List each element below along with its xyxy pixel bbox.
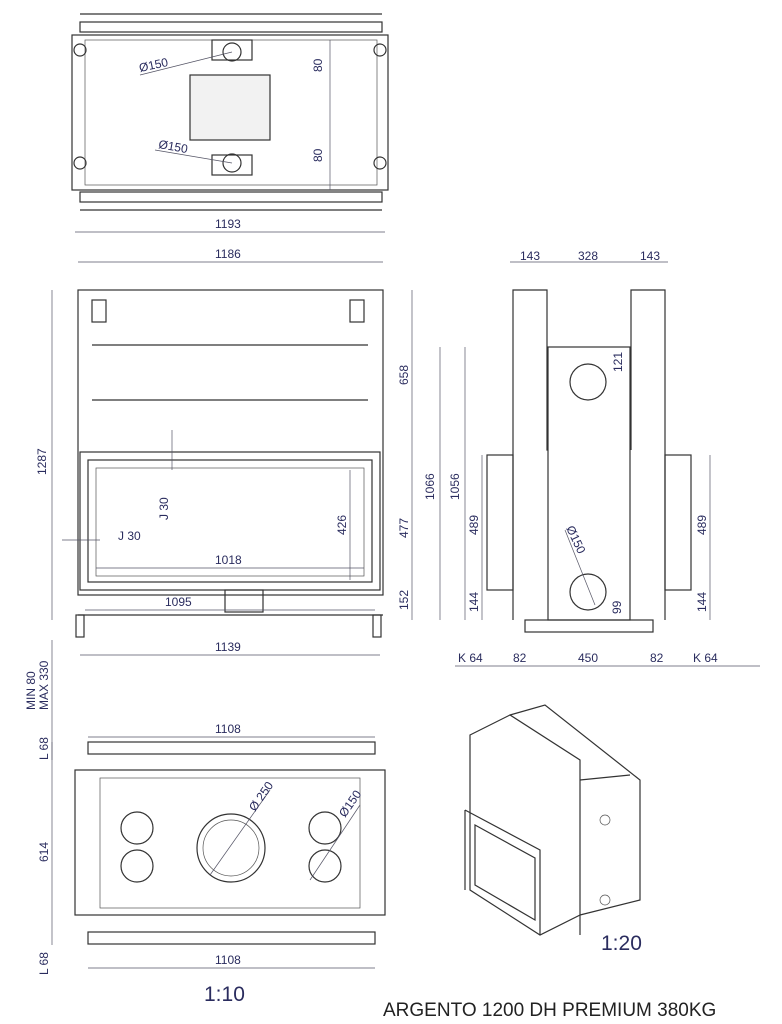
bottom-depth: 614 — [37, 842, 51, 862]
side-col-right: 143 — [640, 249, 660, 263]
front-width-top: 1186 — [215, 247, 241, 261]
top-offset-top: 80 — [311, 58, 325, 72]
top-width: 1193 — [215, 217, 241, 231]
iso-view: 1:20 — [464, 704, 642, 955]
bottom-dia-large: Ø 250 — [246, 779, 276, 814]
front-view: 1186 1287 658 477 152 426 J 30 J 30 1018… — [24, 247, 413, 760]
side-view: 143 328 143 1066 1056 489 144 489 144 12… — [423, 249, 760, 667]
front-height-total: 1287 — [35, 448, 49, 475]
top-dia-top: Ø150 — [138, 55, 170, 75]
top-offset-bottom: 80 — [311, 148, 325, 162]
side-k-right: K 64 — [693, 651, 718, 665]
bottom-l-bottom: L 68 — [37, 952, 51, 975]
side-h2: 1056 — [448, 473, 462, 500]
front-glass-h: 426 — [335, 515, 349, 535]
bottom-width-bottom: 1108 — [215, 953, 241, 967]
side-right-489: 489 — [695, 515, 709, 535]
scale-1-10: 1:10 — [204, 983, 245, 1006]
side-base-left: 144 — [467, 592, 481, 612]
side-k-left: K 64 — [458, 651, 483, 665]
front-opening-h: 477 — [397, 518, 411, 538]
side-h1: 1066 — [423, 473, 437, 500]
scale-1-20: 1:20 — [601, 932, 642, 955]
front-base: 152 — [397, 590, 411, 610]
bottom-width-top: 1108 — [215, 722, 241, 736]
front-j-vertical: J 30 — [157, 497, 171, 520]
front-opening-w: 1095 — [165, 595, 192, 609]
side-w-center: 450 — [578, 651, 598, 665]
side-w-left: 82 — [513, 651, 527, 665]
top-dia-bottom: Ø150 — [157, 137, 189, 156]
front-glass-w: 1018 — [215, 553, 242, 567]
legs-min: MIN 80 — [24, 671, 38, 710]
top-view: Ø150 Ø150 80 80 1193 — [71, 13, 389, 233]
side-col-left: 143 — [520, 249, 540, 263]
legs-max: MAX 330 — [37, 660, 51, 710]
side-w-right: 82 — [650, 651, 664, 665]
front-j-horizontal: J 30 — [118, 529, 141, 543]
side-low-offset: 99 — [610, 600, 624, 614]
side-center: 328 — [578, 249, 598, 263]
bottom-view: 1108 Ø 250 Ø150 1108 L 68 614 L 68 1:10 — [37, 722, 386, 1006]
front-feet-w: 1139 — [215, 640, 241, 654]
drawing-title: ARGENTO 1200 DH PREMIUM 380KG — [383, 1000, 716, 1021]
side-base-right: 144 — [695, 592, 709, 612]
side-left-489: 489 — [467, 515, 481, 535]
bottom-l-top: L 68 — [37, 737, 51, 760]
side-top-offset: 121 — [611, 352, 625, 372]
side-dia: Ø150 — [563, 523, 588, 556]
front-upper: 658 — [397, 365, 411, 385]
